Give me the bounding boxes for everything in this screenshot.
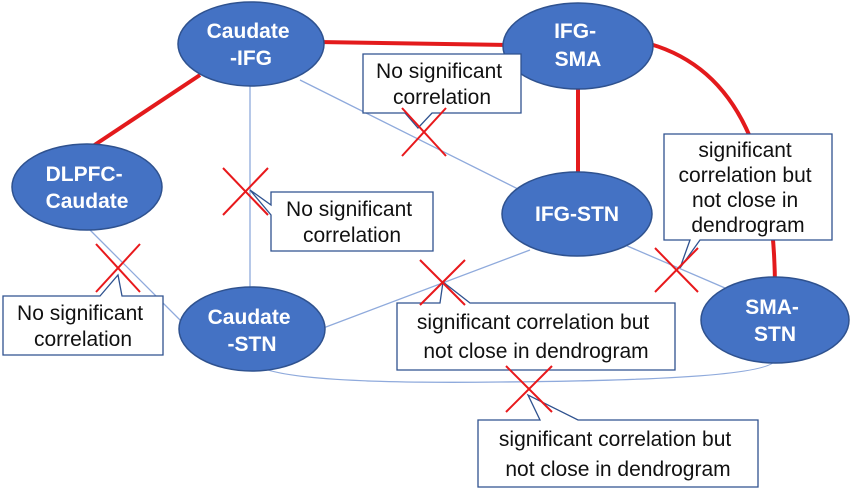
link-ifg-stn-to-sma-stn: [624, 244, 726, 289]
node-ifg-sma-line-1: IFG-: [554, 20, 596, 43]
link-caudate-ifg-to-dlpfc-caudate: [88, 73, 202, 150]
node-ifg-stn[interactable]: IFG-STN: [501, 171, 653, 257]
callout-right: significant correlation but not close in…: [663, 133, 833, 269]
node-caudate-ifg-line-1: Caudate: [207, 20, 290, 43]
cross-mark-left: [95, 243, 141, 293]
node-ifg-sma[interactable]: IFG- SMA: [502, 2, 654, 90]
link-caudate-stn-to-ifg-stn: [317, 249, 531, 331]
svg-text:No significant correlati: No significant correlation: [376, 60, 508, 109]
callout-top-line-1: No significant: [376, 60, 502, 83]
node-caudate-ifg-shape: [177, 1, 325, 87]
callout-right-line-2: correlation but: [679, 164, 812, 187]
svg-text:significant correlation but: significant correlation but not close in…: [499, 428, 737, 481]
svg-text:significant correlation: significant correlation but not close in…: [679, 139, 818, 237]
callout-center-line-2: not close in dendrogram: [423, 340, 648, 363]
link-caudate-ifg-to-ifg-sma: [317, 40, 513, 47]
callout-right-line-3: not close in: [692, 189, 798, 212]
callout-right-line-1: significant: [698, 139, 792, 162]
callout-bottom-line-2: not close in dendrogram: [505, 458, 730, 481]
callout-center: significant correlation but not close in…: [396, 280, 676, 371]
node-dlpfc-caudate[interactable]: DLPFC- Caudate: [11, 143, 163, 231]
callout-top: No significant correlation: [362, 53, 522, 129]
node-caudate-stn-line-1: Caudate: [208, 306, 291, 329]
callout-center-box: [396, 280, 676, 371]
callout-middle-line-2: correlation: [303, 224, 401, 247]
callout-center-line-1: significant correlation but: [417, 311, 649, 334]
cross-mark-top: [401, 107, 447, 157]
callout-bottom-box: [477, 393, 759, 488]
callout-right-box: [663, 133, 833, 269]
node-dlpfc-caudate-line-1: DLPFC-: [46, 163, 123, 186]
callout-middle: No significant correlation: [249, 189, 434, 252]
callout-bottom: significant correlation but not close in…: [477, 393, 759, 488]
node-ifg-stn-shape: [501, 171, 653, 257]
callout-top-line-2: correlation: [393, 86, 491, 109]
node-sma-stn-shape: [700, 276, 850, 364]
node-sma-stn-line-2: STN: [754, 323, 796, 346]
link-caudate-stn-to-sma-stn: [251, 357, 776, 383]
node-caudate-stn-line-2: -STN: [228, 333, 277, 356]
callout-right-line-4: dendrogram: [691, 214, 804, 237]
cross-marks: [95, 107, 699, 413]
callout-bottom-line-1: significant correlation but: [499, 428, 731, 451]
callout-left: No significant correlation: [2, 273, 164, 356]
callout-middle-line-1: No significant: [286, 198, 412, 221]
cross-mark-right: [654, 247, 699, 293]
node-caudate-ifg[interactable]: Caudate -IFG: [177, 1, 325, 87]
svg-text:Caudate -STN: Caudate -STN: [208, 306, 297, 356]
node-caudate-stn-shape: [178, 286, 326, 372]
node-caudate-ifg-line-2: -IFG: [230, 47, 272, 70]
node-sma-stn-line-1: SMA-: [745, 296, 799, 319]
svg-text:Caudate -IFG: Caudate -IFG: [207, 20, 296, 70]
callout-middle-box: [249, 189, 434, 252]
cross-mark-middle: [222, 167, 269, 216]
svg-text:SMA- STN: SMA- STN: [745, 296, 805, 346]
svg-text:IFG-STN: IFG-STN: [535, 203, 619, 226]
node-sma-stn[interactable]: SMA- STN: [700, 276, 850, 364]
callout-left-box: [2, 273, 164, 356]
cross-mark-bottom: [505, 365, 553, 413]
node-dlpfc-caudate-shape: [11, 143, 163, 231]
link-dlpfc-caudate-to-caudate-stn: [89, 229, 191, 331]
node-ifg-sma-shape: [502, 2, 654, 90]
svg-text:significant correlation but: significant correlation but not close in…: [417, 311, 655, 363]
node-ifg-sma-line-2: SMA: [555, 48, 602, 71]
svg-text:DLPFC- Caudate: DLPFC- Caudate: [46, 163, 129, 213]
node-caudate-stn[interactable]: Caudate -STN: [178, 286, 326, 372]
weak-links: [89, 79, 776, 383]
link-caudate-ifg-to-ifg-stn: [299, 79, 531, 196]
svg-text:No significant correlati: No significant correlation: [17, 302, 149, 351]
callout-left-line-2: correlation: [34, 328, 132, 351]
callout-left-line-1: No significant: [17, 302, 143, 325]
svg-text:IFG- SMA: IFG- SMA: [554, 20, 602, 71]
node-ifg-stn-line-1: IFG-STN: [535, 203, 619, 226]
cross-mark-center: [419, 259, 466, 306]
node-dlpfc-caudate-line-2: Caudate: [46, 190, 129, 213]
svg-text:No significant correlati: No significant correlation: [286, 198, 418, 247]
